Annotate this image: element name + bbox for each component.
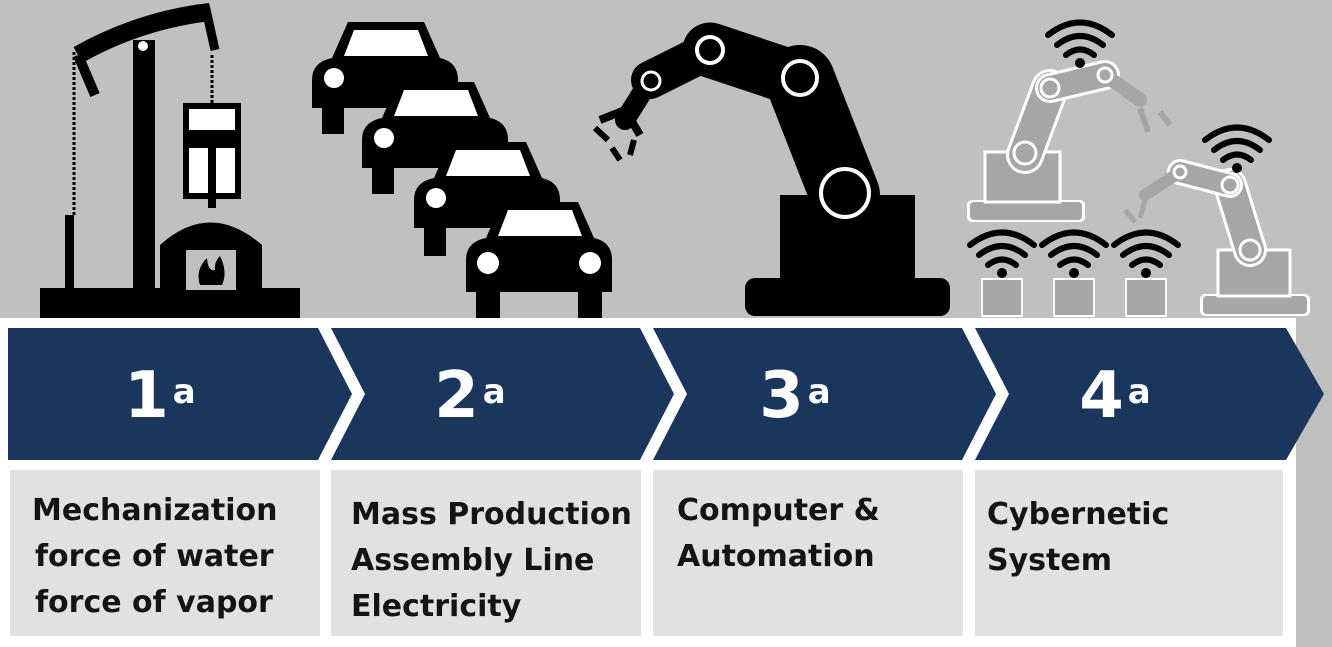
cars-icon [312,22,612,320]
description-line: Computer & [677,493,880,528]
description-line: Electricity [351,589,522,624]
description-line: Mechanization [32,493,278,528]
wifi-icon [1111,229,1181,278]
stage-arrow-2 [331,328,674,460]
description-line: Mass Production [351,497,632,532]
illustrations [40,3,1310,323]
description-line: System [987,543,1112,578]
stage-arrow-4 [975,328,1324,460]
wifi-icon [967,229,1037,278]
robot-arm-icon [592,22,950,316]
stage-description-2: Mass Production Assembly Line Electricit… [331,470,641,636]
stage-arrow-3 [653,328,996,460]
description-line: Assembly Line [351,543,595,578]
stage-description-4: Cybernetic System [975,470,1283,636]
description-line: force of vapor [35,585,273,620]
description-line: force of water [35,539,274,574]
description-line: Automation [677,539,875,574]
description-line: Cybernetic [987,497,1170,532]
stage-arrow-1 [8,328,352,460]
stage-description-3: Computer & Automation [653,470,963,636]
steam-engine-icon [40,3,300,323]
wifi-icon [1045,19,1115,68]
wifi-icon [1039,229,1109,278]
connected-robots-icon [967,19,1310,317]
stage-description-1: Mechanization force of water force of va… [10,470,320,636]
wifi-icon [1202,124,1272,173]
